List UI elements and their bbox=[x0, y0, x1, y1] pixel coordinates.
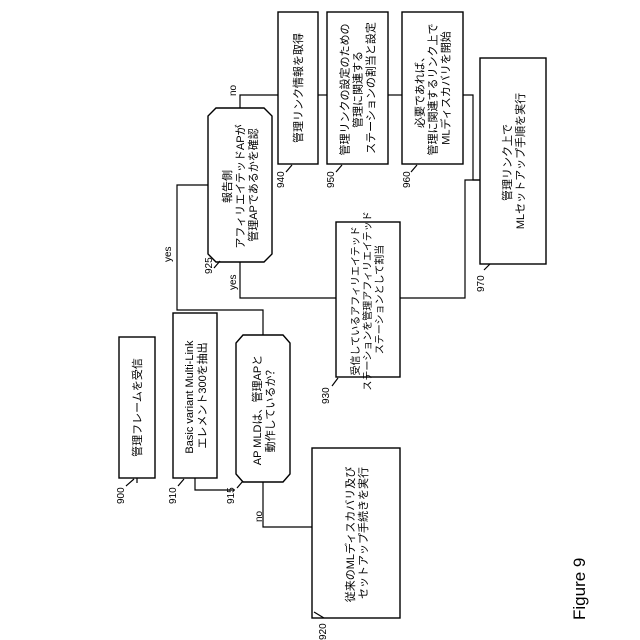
node-915-line-1: AP MLDは、管理APと bbox=[250, 355, 264, 465]
svg-text:AP MLDは、管理APと 動作しているか？: AP MLDは、管理APと 動作しているか？ bbox=[250, 352, 277, 466]
node-930-ref: 930 bbox=[321, 387, 332, 404]
node-960-start-ml-discovery: 必要であれば、 管理に関連するリンク上で MLディスカバリを開始 960 bbox=[402, 12, 463, 188]
node-950-line-2: 管理に関連する bbox=[351, 51, 365, 128]
node-950-assign-and-configure-stations: 管理リンクの設定のための 管理に関連する ステーションの割当と設定 950 bbox=[326, 12, 388, 188]
edge-925-930 bbox=[240, 262, 336, 298]
svg-text:管理フレームを受信: 管理フレームを受信 bbox=[130, 358, 144, 457]
node-910-line-1: Basic variant Multi-Link bbox=[184, 340, 196, 454]
edge-925-940 bbox=[240, 95, 278, 108]
node-900-leader bbox=[126, 479, 134, 486]
node-970-ml-setup-on-management-link: 管理リンク上で MLセットアップ手順を実行 970 bbox=[476, 58, 546, 292]
edge-label-915-920: no bbox=[254, 510, 265, 522]
edge-label-915-925: yes bbox=[163, 246, 174, 262]
node-920-ref: 920 bbox=[318, 623, 329, 640]
edge-960-970 bbox=[463, 95, 480, 180]
node-960-ref: 960 bbox=[402, 171, 413, 188]
node-925-decision-management-ap: 報告側 アフィリエイテッドAPが 管理APであるかを確認 925 bbox=[204, 108, 272, 274]
node-970-line-2: MLセットアップ手順を実行 bbox=[513, 93, 527, 229]
node-915-line-2: 動作しているか？ bbox=[263, 365, 277, 453]
node-930-leader bbox=[332, 378, 338, 386]
node-940-line-1: 管理リンク情報を取得 bbox=[291, 33, 305, 143]
node-915-ref: 915 bbox=[226, 487, 237, 504]
edge-915-920 bbox=[263, 482, 312, 527]
node-925-line-3: 管理APであるかを確認 bbox=[246, 128, 260, 242]
node-910-leader bbox=[178, 479, 184, 486]
node-950-line-3: ステーションの割当と設定 bbox=[364, 22, 378, 154]
node-925-ref: 925 bbox=[204, 257, 215, 274]
node-930-line-2: ステーションを管理アフィリエイテッド bbox=[361, 211, 374, 390]
node-925-line-2: アフィリエイテッドAPが bbox=[233, 124, 247, 248]
node-940-leader bbox=[286, 165, 292, 172]
node-900-receive-management-frame: 管理フレームを受信 900 bbox=[116, 337, 155, 504]
node-920-conventional-procedure: 従来のMLディスカバリ及び セットアップ手続きを実行 920 bbox=[312, 448, 400, 640]
node-970-leader bbox=[484, 264, 490, 270]
node-910-ref: 910 bbox=[168, 487, 179, 504]
node-915-leader bbox=[237, 481, 243, 488]
node-960-line-1: 必要であれば、 bbox=[414, 51, 427, 128]
svg-text:Basic variant Multi-Link: Basic variant Multi-Link エレメント300を抽出 bbox=[184, 337, 209, 453]
node-930-assign-affiliated-station: 受信しているアフィリエイテッド ステーションを管理アフィリエイテッド ステーショ… bbox=[321, 208, 400, 404]
node-960-line-3: MLディスカバリを開始 bbox=[439, 31, 453, 145]
node-960-leader bbox=[411, 165, 417, 172]
node-920-line-1: 従来のMLディスカバリ及び bbox=[343, 467, 357, 603]
node-900-ref: 900 bbox=[116, 487, 127, 504]
svg-text:従来のMLディスカバリ及び セットアップ手続きを: 従来のMLディスカバリ及び セットアップ手続きを実行 bbox=[343, 464, 370, 603]
edge-930-970 bbox=[400, 180, 480, 298]
node-930-line-1: 受信しているアフィリエイテッド bbox=[350, 226, 362, 375]
edge-label-925-930: yes bbox=[228, 274, 239, 290]
node-925-line-1: 報告側 bbox=[221, 170, 234, 203]
node-940-ref: 940 bbox=[276, 171, 287, 188]
node-910-line-2: エレメント300を抽出 bbox=[195, 342, 209, 448]
edge-label-925-940: no bbox=[228, 84, 239, 96]
node-900-line-1: 管理フレームを受信 bbox=[130, 358, 144, 457]
node-970-line-1: 管理リンク上で bbox=[500, 124, 514, 201]
figure-label: Figure 9 bbox=[570, 558, 589, 620]
node-910-extract-element: Basic variant Multi-Link エレメント300を抽出 910 bbox=[168, 313, 217, 504]
node-940-get-management-link-info: 管理リンク情報を取得 940 bbox=[276, 12, 318, 188]
node-950-leader bbox=[336, 165, 342, 172]
svg-text:管理リンク情報を取得: 管理リンク情報を取得 bbox=[291, 33, 305, 143]
node-950-line-1: 管理リンクの設定のための bbox=[338, 24, 352, 156]
node-960-line-2: 管理に関連するリンク上で bbox=[426, 24, 440, 156]
node-915-decision-ap-mld: AP MLDは、管理APと 動作しているか？ 915 bbox=[226, 335, 290, 504]
node-930-line-3: ステーションとして割当 bbox=[373, 245, 386, 355]
node-920-line-2: セットアップ手続きを実行 bbox=[356, 467, 370, 599]
node-970-ref: 970 bbox=[476, 275, 487, 292]
node-950-ref: 950 bbox=[326, 171, 337, 188]
